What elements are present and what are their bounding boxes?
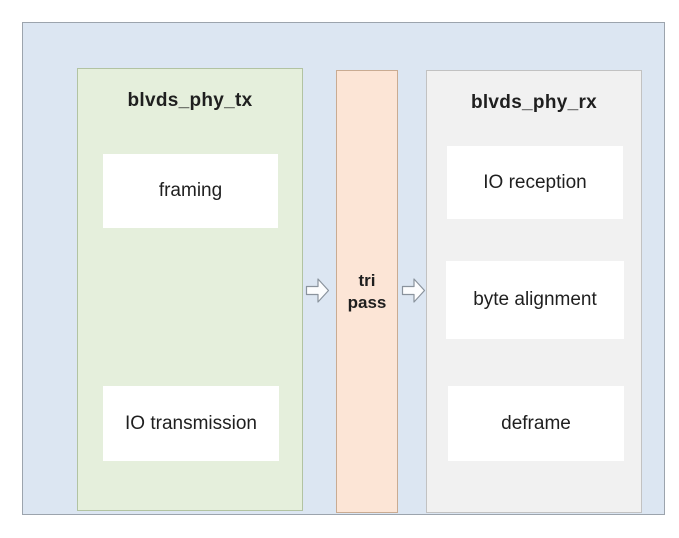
byte-alignment-box: byte alignment	[446, 261, 624, 339]
io-reception-box: IO reception	[447, 146, 623, 219]
deframe-box: deframe	[448, 386, 624, 461]
deframe-label: deframe	[501, 412, 571, 434]
io-transmission-box: IO transmission	[103, 386, 279, 461]
channel-label-line2: pass	[347, 292, 387, 312]
tx-block-title: blvds_phy_tx	[127, 90, 253, 111]
channel-block: tri pass	[336, 70, 398, 513]
tx-block: blvds_phy_tx framing IO transmission	[77, 68, 303, 511]
framing-box: framing	[103, 154, 278, 228]
byte-alignment-label: byte alignment	[473, 289, 597, 310]
channel-label: tri pass	[348, 270, 387, 314]
rx-block-title: blvds_phy_rx	[470, 92, 598, 113]
rx-block: blvds_phy_rx IO reception byte alignment…	[426, 70, 642, 513]
framing-label: framing	[158, 180, 223, 201]
right-arrow-icon	[401, 278, 426, 303]
io-reception-label: IO reception	[483, 171, 587, 193]
channel-label-line1: tri	[358, 270, 376, 290]
io-transmission-label: IO transmission	[125, 412, 257, 434]
right-arrow-icon	[305, 278, 330, 303]
diagram-canvas: blvds_phy_tx framing IO transmission tri…	[22, 22, 665, 515]
